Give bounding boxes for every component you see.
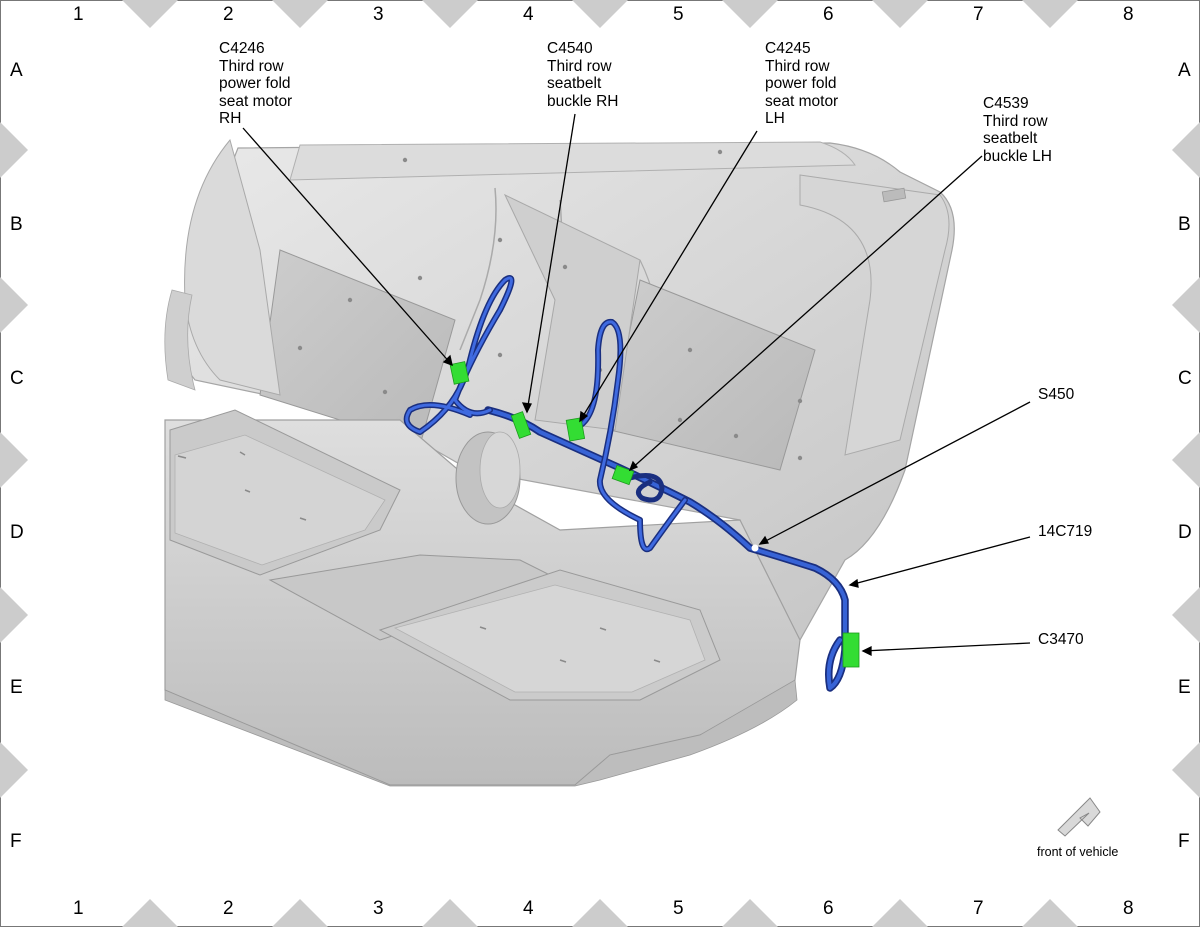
grid-row-e-left: E — [10, 677, 23, 698]
connector-c4245 — [565, 417, 586, 442]
callout-c3470: C3470 — [1038, 631, 1084, 648]
connectors — [449, 361, 860, 668]
callout-c4246: C4246 Third row power fold seat motor RH — [219, 40, 293, 127]
grid-col-8-bottom: 8 — [1123, 898, 1134, 919]
grid-row-b-left: B — [10, 214, 23, 235]
grid-col-7-bottom: 7 — [973, 898, 984, 919]
grid-col-2-bottom: 2 — [223, 898, 234, 919]
grid-row-e-right: E — [1178, 677, 1191, 698]
grid-col-2-top: 2 — [223, 4, 234, 25]
wiring-harness — [403, 275, 849, 692]
connector-c3470 — [842, 632, 860, 668]
grid-row-f-right: F — [1178, 831, 1190, 852]
grid-col-6-top: 6 — [823, 4, 834, 25]
seat-illustration — [164, 138, 955, 787]
grid-col-6-bottom: 6 — [823, 898, 834, 919]
leader-lines — [242, 113, 1031, 657]
grid-row-c-right: C — [1178, 368, 1192, 389]
front-of-vehicle-label: front of vehicle — [1037, 845, 1119, 859]
grid-col-7-top: 7 — [973, 4, 984, 25]
grid-row-f-left: F — [10, 831, 22, 852]
connector-c4540 — [510, 411, 532, 439]
grid-row-d-right: D — [1178, 522, 1192, 543]
grid-col-8-top: 8 — [1123, 4, 1134, 25]
callout-c4540: C4540 Third row seatbelt buckle RH — [547, 40, 619, 110]
grid-row-d-left: D — [10, 522, 24, 543]
connector-c4539 — [611, 464, 635, 486]
callout-14c719: 14C719 — [1038, 523, 1093, 540]
grid-row-a-left: A — [10, 60, 23, 81]
grid-col-4-top: 4 — [523, 4, 534, 25]
grid-col-4-bottom: 4 — [523, 898, 534, 919]
grid-row-b-right: B — [1178, 214, 1191, 235]
grid-col-1-top: 1 — [73, 4, 84, 25]
grid-row-c-left: C — [10, 368, 24, 389]
callout-s450: S450 — [1038, 386, 1075, 403]
callout-c4245: C4245 Third row power fold seat motor LH — [765, 40, 839, 127]
grid-col-1-bottom: 1 — [73, 898, 84, 919]
grid-col-5-top: 5 — [673, 4, 684, 25]
grid-col-3-bottom: 3 — [373, 898, 384, 919]
grid-row-a-right: A — [1178, 60, 1191, 81]
grid-col-3-top: 3 — [373, 4, 384, 25]
grid-col-5-bottom: 5 — [673, 898, 684, 919]
callout-c4539: C4539 Third row seatbelt buckle LH — [983, 95, 1052, 165]
splice-s450 — [751, 544, 759, 552]
front-arrow-icon — [1057, 797, 1101, 837]
connector-c4246 — [449, 361, 470, 385]
